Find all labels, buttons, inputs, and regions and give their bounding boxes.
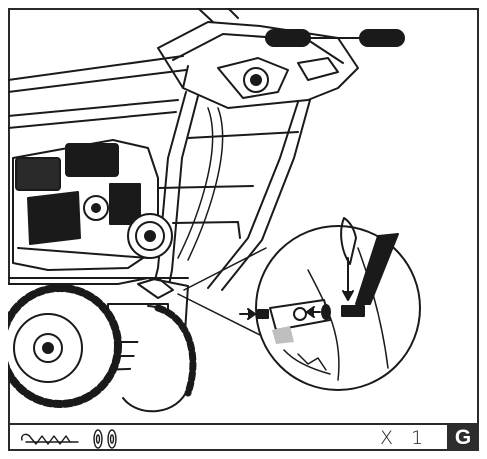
step-letter-badge: G: [447, 425, 479, 451]
hairpin-cotter-pin-icon: [20, 433, 79, 445]
quantity-label: X 1: [380, 427, 430, 449]
handle-assembly: [157, 8, 405, 109]
detail-callout: [177, 217, 421, 391]
parts-list: [18, 428, 148, 450]
control-rods: [8, 55, 187, 129]
assembly-illustration: [8, 8, 479, 423]
footer-bar: X 1 G: [8, 423, 479, 451]
engine: [8, 139, 189, 279]
wheels: [8, 284, 197, 413]
flat-washer-icon: [93, 429, 117, 449]
handle-bars: [152, 91, 311, 291]
